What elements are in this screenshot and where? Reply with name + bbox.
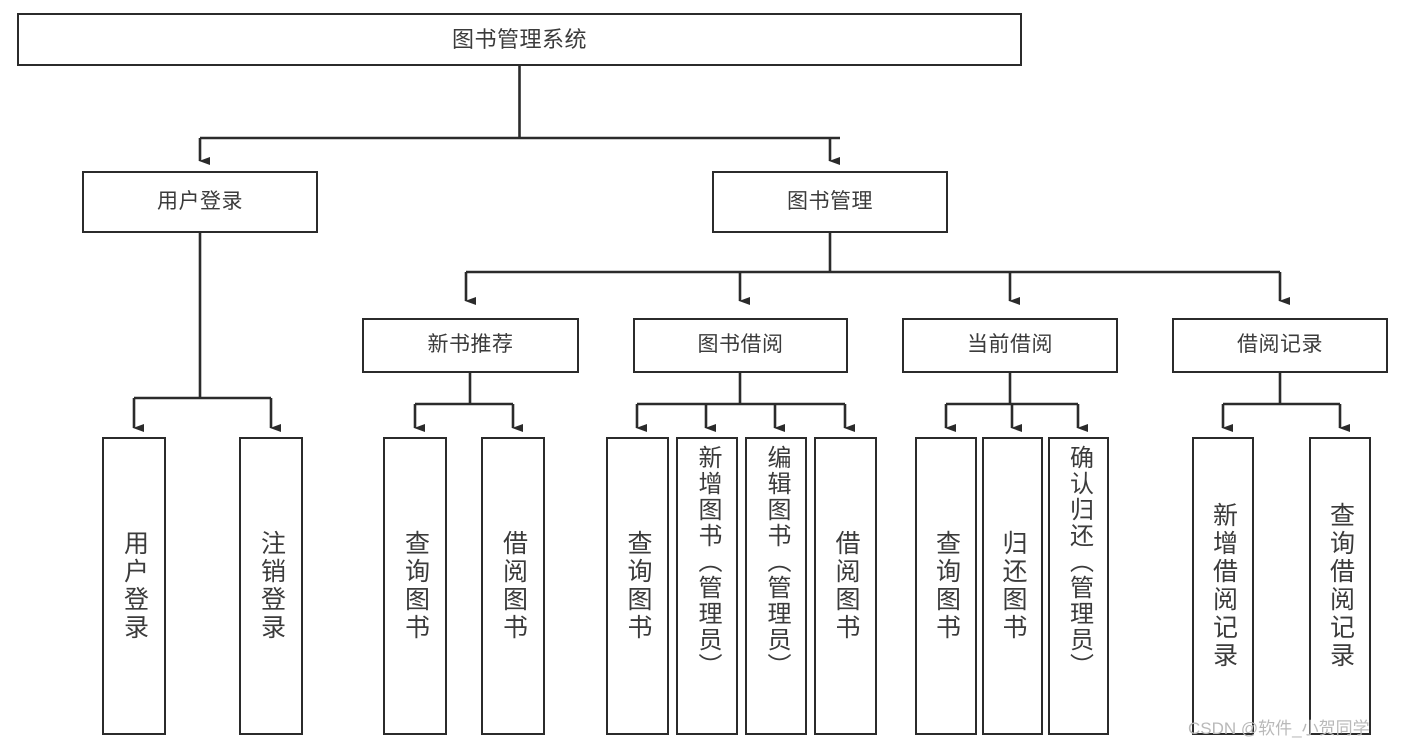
- node-book-management-label: 图书管理: [787, 189, 873, 213]
- leaf-user-login-label: 用户登录: [120, 530, 149, 642]
- leaf-add-book[interactable]: 新增图书（管理员）: [676, 437, 738, 735]
- leaf-borrow-book-1[interactable]: 借阅图书: [481, 437, 545, 735]
- leaf-confirm-return[interactable]: 确认归还（管理员）: [1048, 437, 1109, 735]
- leaf-user-login[interactable]: 用户登录: [102, 437, 166, 735]
- leaf-borrow-book-1-label: 借阅图书: [499, 530, 528, 642]
- leaf-logout-login[interactable]: 注销登录: [239, 437, 303, 735]
- node-borrow-record[interactable]: 借阅记录: [1172, 318, 1388, 373]
- leaf-query-book-3[interactable]: 查询图书: [915, 437, 977, 735]
- leaf-edit-book[interactable]: 编辑图书（管理员）: [745, 437, 807, 735]
- leaf-query-book-2[interactable]: 查询图书: [606, 437, 669, 735]
- node-book-borrow-label: 图书借阅: [697, 333, 784, 357]
- leaf-return-book[interactable]: 归还图书: [982, 437, 1043, 735]
- leaf-query-record-label: 查询借阅记录: [1326, 502, 1355, 670]
- node-current-borrow-label: 当前借阅: [967, 333, 1053, 357]
- node-current-borrow[interactable]: 当前借阅: [902, 318, 1118, 373]
- leaf-add-record-label: 新增借阅记录: [1209, 502, 1238, 670]
- node-borrow-record-label: 借阅记录: [1237, 333, 1323, 357]
- leaf-query-book-3-label: 查询图书: [932, 530, 961, 642]
- node-book-borrow[interactable]: 图书借阅: [633, 318, 848, 373]
- node-new-book-recommend[interactable]: 新书推荐: [362, 318, 579, 373]
- leaf-borrow-book-2-label: 借阅图书: [832, 530, 860, 642]
- leaf-query-book-1[interactable]: 查询图书: [383, 437, 447, 735]
- leaf-borrow-book-2[interactable]: 借阅图书: [814, 437, 877, 735]
- node-user-login[interactable]: 用户登录: [82, 171, 318, 233]
- node-root[interactable]: 图书管理系统: [17, 13, 1022, 66]
- node-user-login-label: 用户登录: [157, 189, 243, 213]
- leaf-logout-login-label: 注销登录: [257, 530, 286, 642]
- watermark: CSDN @软件_小贺同学: [1188, 719, 1370, 738]
- leaf-return-book-label: 归还图书: [999, 530, 1027, 642]
- leaf-add-book-label: 新增图书（管理员）: [694, 445, 721, 679]
- leaf-query-record[interactable]: 查询借阅记录: [1309, 437, 1371, 735]
- node-new-book-recommend-label: 新书推荐: [427, 333, 514, 357]
- leaf-add-record[interactable]: 新增借阅记录: [1192, 437, 1254, 735]
- node-root-label: 图书管理系统: [451, 26, 587, 52]
- leaf-query-book-2-label: 查询图书: [624, 530, 652, 642]
- node-book-management[interactable]: 图书管理: [712, 171, 948, 233]
- leaf-query-book-1-label: 查询图书: [401, 530, 430, 642]
- leaf-confirm-return-label: 确认归还（管理员）: [1065, 445, 1093, 679]
- leaf-edit-book-label: 编辑图书（管理员）: [763, 445, 790, 679]
